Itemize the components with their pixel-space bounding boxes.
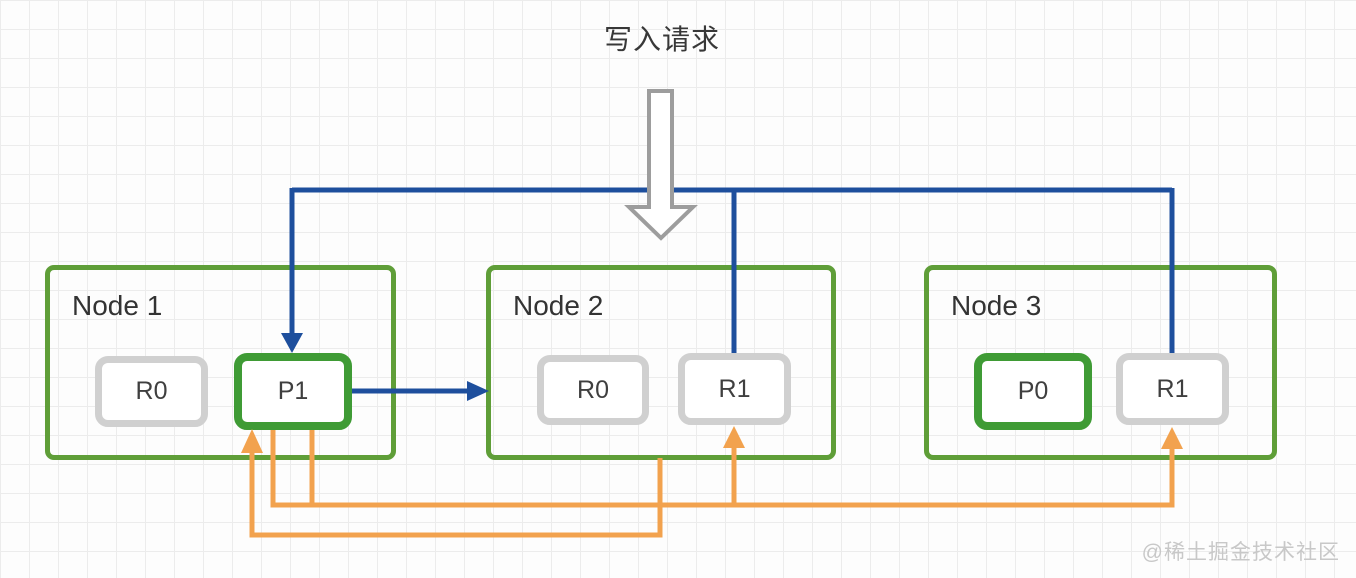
node-3-replica-r1: R1 (1116, 353, 1229, 425)
node-1: Node 1 R0 P1 (45, 265, 396, 460)
node-2-replica-r1: R1 (678, 353, 791, 425)
node-1-replica-r0: R0 (95, 356, 208, 427)
node-2-replica-r0: R0 (537, 355, 649, 425)
node-2-title: Node 2 (513, 290, 604, 321)
watermark: @稀土掘金技术社区 (1141, 541, 1340, 564)
box-label: R1 (1156, 374, 1189, 403)
write-request-arrow-icon (624, 89, 698, 241)
box-label: P0 (1017, 377, 1049, 405)
node-3-primary-p0: P0 (974, 353, 1092, 430)
node-3: Node 3 P0 R1 (924, 265, 1277, 460)
ack-to-p1-line (249, 450, 663, 538)
box-label: P1 (277, 377, 309, 405)
node-2: Node 2 R0 R1 (486, 265, 836, 460)
box-label: R0 (577, 375, 609, 404)
box-label: R1 (718, 374, 751, 403)
box-label: R0 (135, 377, 168, 405)
node-3-title: Node 3 (951, 290, 1042, 321)
node-1-title: Node 1 (72, 290, 163, 321)
diagram-title: 写入请求 (604, 24, 721, 55)
node-1-primary-p1: P1 (234, 353, 352, 430)
